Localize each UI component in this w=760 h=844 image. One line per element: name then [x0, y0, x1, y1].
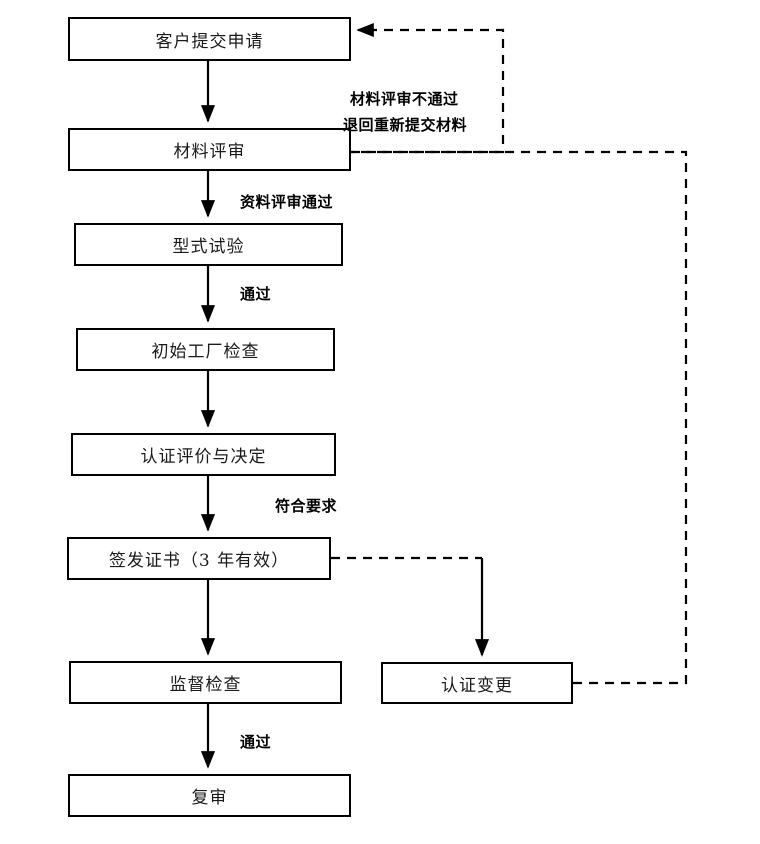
edge-label-supervision-pass: 通过 [240, 733, 272, 751]
node-certification-evaluation-decision-label: 认证评价与决定 [140, 447, 267, 467]
node-recertification[interactable]: 复审 [68, 774, 351, 817]
node-certification-change[interactable]: 认证变更 [381, 662, 573, 704]
edge-label-review-fail-line2: 退回重新提交材料 [343, 116, 468, 134]
node-recertification-label: 复审 [191, 788, 228, 808]
node-issue-certificate-label: 签发证书（3 年有效） [108, 551, 290, 571]
node-material-review-label: 材料评审 [173, 142, 246, 162]
node-apply-label: 客户提交申请 [155, 31, 264, 52]
edge-label-review-pass: 资料评审通过 [240, 193, 334, 211]
node-supervision-inspection-label: 监督检查 [169, 675, 242, 695]
node-issue-certificate[interactable]: 签发证书（3 年有效） [67, 537, 331, 580]
node-type-test-label: 型式试验 [172, 237, 245, 257]
node-apply[interactable]: 客户提交申请 [68, 17, 351, 61]
edge-change-back-to-review [351, 150, 688, 685]
node-supervision-inspection[interactable]: 监督检查 [69, 661, 342, 704]
node-certification-evaluation-decision[interactable]: 认证评价与决定 [71, 433, 336, 476]
node-material-review[interactable]: 材料评审 [68, 128, 351, 171]
node-initial-factory-inspection[interactable]: 初始工厂检查 [76, 328, 335, 371]
edge-label-meets-requirements: 符合要求 [275, 497, 338, 515]
node-initial-factory-inspection-label: 初始工厂检查 [151, 342, 260, 362]
edge-label-test-pass: 通过 [240, 285, 272, 303]
node-certification-change-label: 认证变更 [441, 675, 513, 696]
node-type-test[interactable]: 型式试验 [74, 223, 343, 266]
edge-label-review-fail-line1: 材料评审不通过 [350, 90, 459, 108]
